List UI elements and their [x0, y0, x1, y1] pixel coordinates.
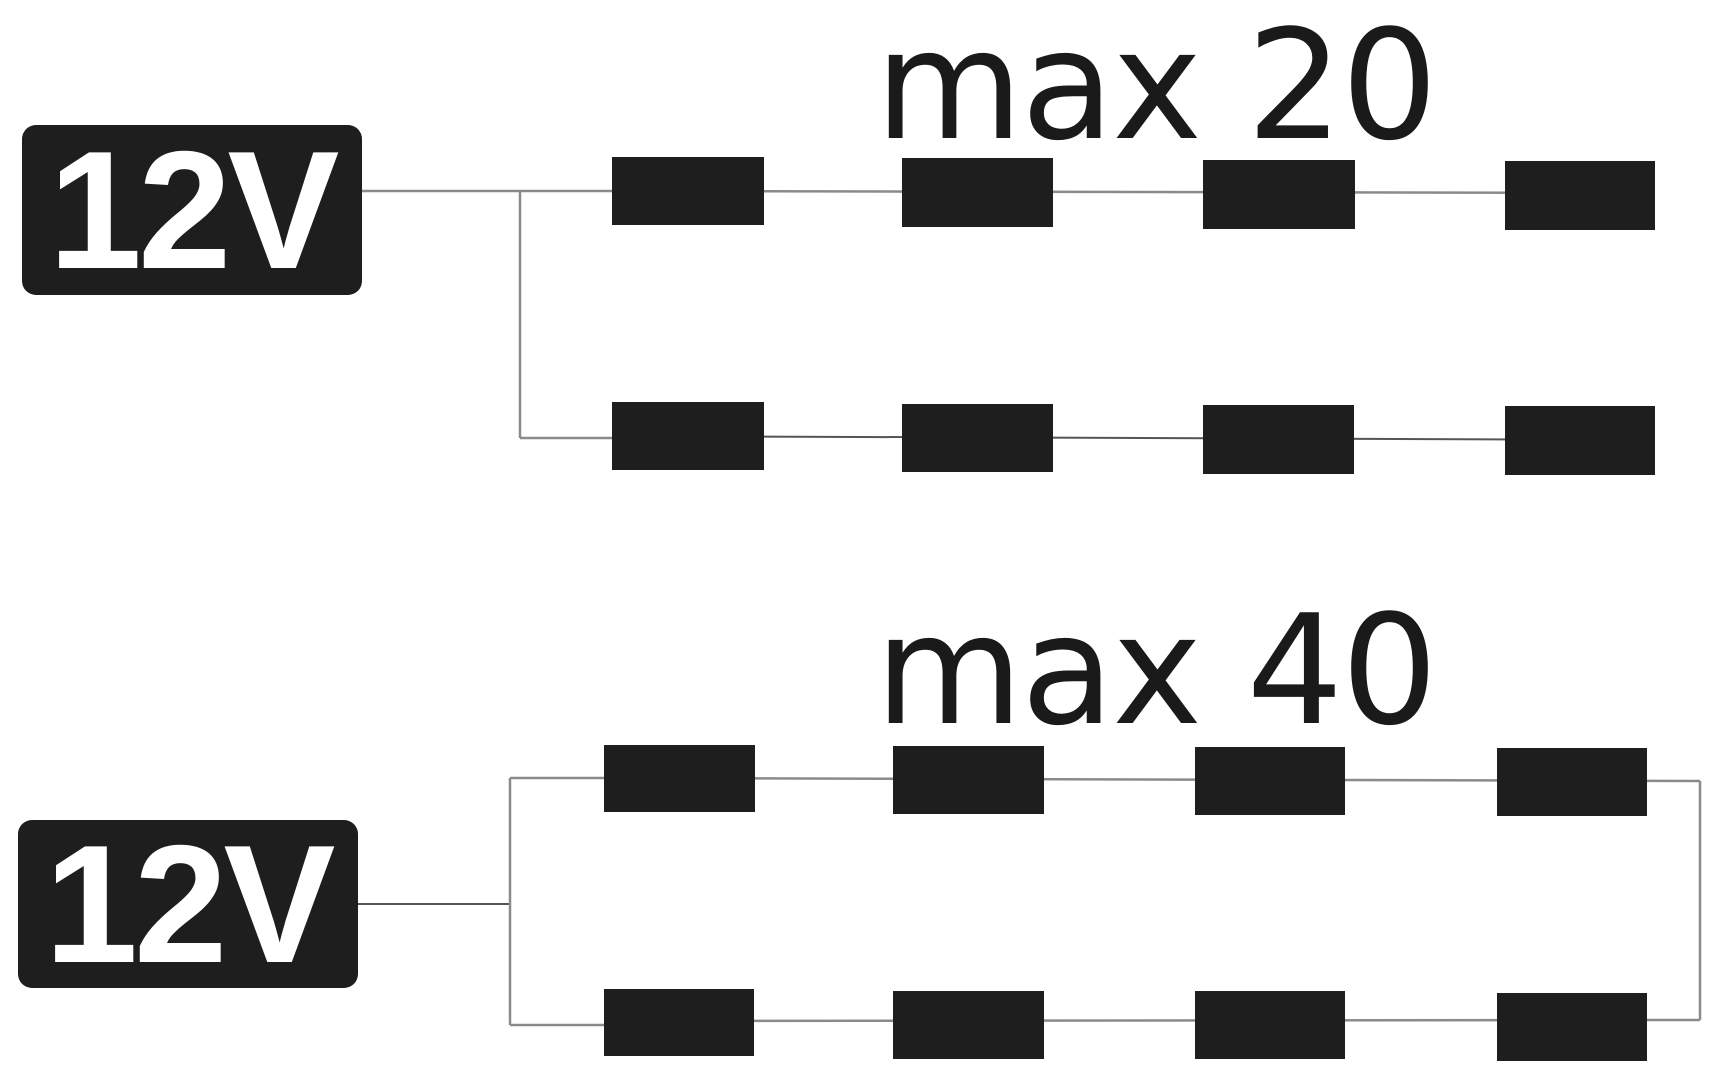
led-segment [902, 404, 1053, 472]
led-segment [1195, 747, 1345, 815]
max-count-label: max 40 [875, 582, 1438, 759]
led-segment [1497, 748, 1647, 816]
led-segment [1497, 993, 1647, 1061]
supply-voltage-label: 12V [44, 810, 336, 998]
top-row2-wire [611, 435, 1656, 441]
bottom-led-row-2 [604, 989, 1647, 1061]
power-supply-box: 12V [18, 820, 358, 988]
led-segment [604, 989, 754, 1056]
led-segment [1203, 160, 1355, 229]
supply-voltage-label: 12V [48, 116, 340, 304]
led-segment [612, 157, 764, 225]
led-segment [1505, 406, 1655, 475]
top-led-row-2 [612, 402, 1655, 475]
led-segment [1195, 991, 1345, 1059]
led-segment [1505, 161, 1655, 230]
led-segment [612, 402, 764, 470]
top-wiring [362, 189, 1656, 441]
led-segment [893, 991, 1044, 1059]
bottom-led-row-1 [604, 745, 1647, 816]
led-segment [604, 745, 755, 812]
top-row1-wire [611, 189, 1656, 195]
top-led-row-1 [612, 157, 1655, 230]
led-segment [902, 158, 1053, 227]
power-supply-box: 12V [22, 125, 362, 295]
led-segment [893, 746, 1044, 814]
max-count-label: max 20 [875, 0, 1438, 174]
led-segment [1203, 405, 1354, 474]
